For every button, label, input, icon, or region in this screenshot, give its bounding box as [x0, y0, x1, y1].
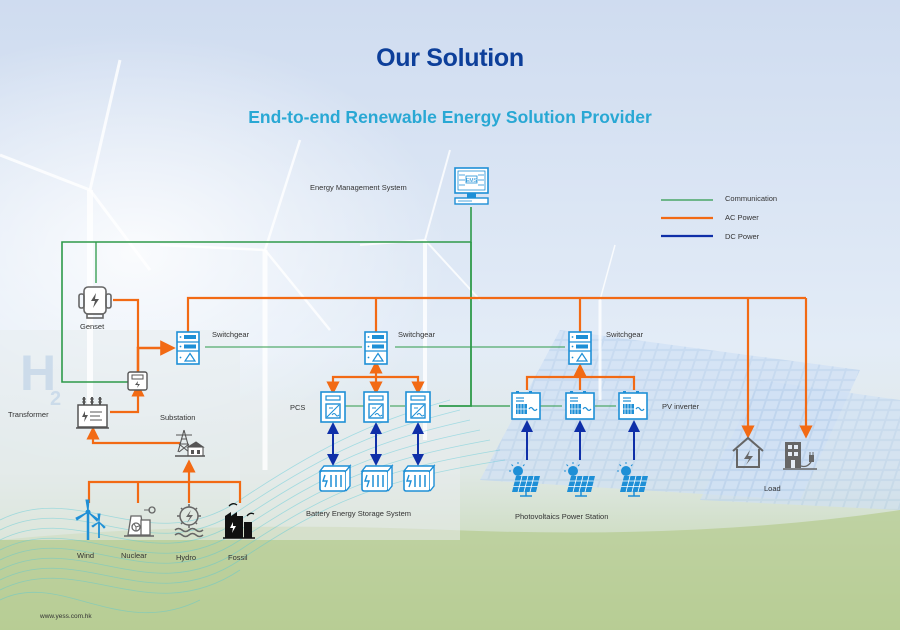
dc-power-lines [327, 420, 640, 466]
house-load-icon[interactable] [732, 436, 764, 468]
solar-panel-1-icon[interactable] [508, 461, 541, 497]
ems-icon[interactable]: EMS [454, 167, 489, 205]
load-label: Load [764, 484, 781, 493]
genset-icon[interactable] [78, 286, 112, 319]
switchgear-2-label: Switchgear [398, 330, 436, 339]
switchgear-2-icon[interactable] [364, 331, 388, 365]
page-title: Our Solution [376, 44, 524, 72]
battery-3-icon[interactable] [403, 465, 435, 492]
genset-label: Genset [80, 322, 105, 331]
battery-2-icon[interactable] [361, 465, 393, 492]
footer-url[interactable]: www.yess.com.hk [40, 613, 92, 620]
fossil-icon[interactable] [223, 503, 255, 539]
pcs-1-icon[interactable] [320, 391, 346, 423]
transformer-label: Transformer [8, 410, 49, 419]
nuclear-label: Nuclear [121, 551, 147, 560]
bess-label: Battery Energy Storage System [306, 509, 412, 518]
legend-label-dc-power: DC Power [725, 232, 760, 241]
pcs-label: PCS [290, 403, 306, 412]
switchgear-1-label: Switchgear [212, 330, 250, 339]
pv-inverter-1-icon[interactable] [511, 390, 541, 420]
hydro-icon[interactable] [174, 504, 204, 538]
svg-text:2: 2 [50, 388, 61, 410]
pv-inverter-label: PV inverter [662, 402, 700, 411]
nuclear-icon[interactable] [124, 506, 156, 537]
bg-tank [0, 330, 240, 540]
solar-panel-3-icon[interactable] [616, 461, 649, 497]
switchgear-3-icon[interactable] [568, 331, 592, 365]
switchgear-3-label: Switchgear [606, 330, 644, 339]
ac-source-bus [87, 480, 242, 503]
pv-station-label: Photovoltaics Power Station [515, 512, 609, 521]
substation-label: Substation [160, 413, 196, 422]
ac-power-lines [86, 296, 813, 503]
substation-icon[interactable] [175, 429, 205, 457]
ems-label: Energy Management System [310, 183, 407, 192]
ac-genset-out [113, 298, 140, 348]
battery-1-icon[interactable] [319, 465, 351, 492]
hydro-label: Hydro [176, 553, 197, 562]
wind-icon[interactable] [75, 499, 106, 540]
pv-inverter-2-icon[interactable] [565, 390, 595, 420]
page-subtitle: End-to-end Renewable Energy Solution Pro… [248, 107, 652, 127]
svg-text:H: H [20, 345, 56, 401]
legend-label-ac-power: AC Power [725, 213, 759, 222]
ac-substation-to-transformer [86, 426, 180, 445]
pcs-2-icon[interactable] [363, 391, 389, 423]
ac-transformer-to-meter [110, 383, 145, 414]
pv-inverter-3-icon[interactable] [618, 390, 648, 420]
transformer-icon[interactable] [76, 397, 109, 429]
meter-icon[interactable] [127, 371, 148, 391]
building-load-icon[interactable] [783, 442, 817, 470]
ac-sw2-pcs-bus [326, 375, 425, 395]
ac-to-switchgear-1 [136, 340, 176, 372]
pcs-3-icon[interactable] [405, 391, 431, 423]
wind-label: Wind [77, 551, 95, 560]
legend [661, 199, 713, 238]
ac-main-bus [186, 296, 806, 332]
communication-lines [61, 207, 616, 407]
ems-badge: EMS [466, 178, 478, 184]
comm-line-ems-main [61, 207, 472, 383]
comm-line-pcs [439, 242, 472, 407]
solar-panel-2-icon[interactable] [563, 461, 596, 497]
switchgear-1-icon[interactable] [176, 331, 200, 365]
legend-label-communication: Communication [725, 194, 778, 203]
fossil-label: Fossil [228, 553, 248, 562]
